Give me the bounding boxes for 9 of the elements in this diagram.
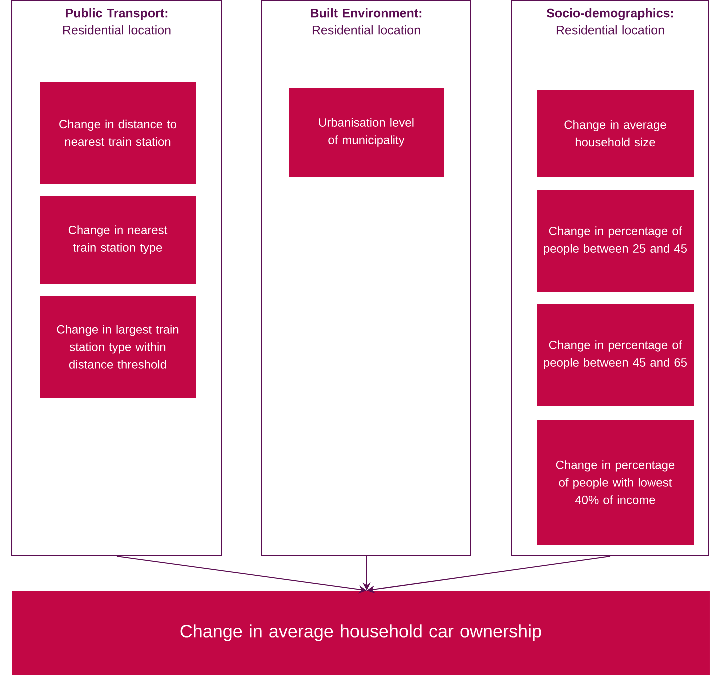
result-box: Change in average household car ownership xyxy=(12,590,710,675)
factor-box: Change in distance to nearest train station xyxy=(40,82,196,184)
factor-box: Change in percentage of people with lowest 40% of income xyxy=(537,420,694,545)
factor-box: Change in nearest train station type xyxy=(40,196,196,284)
factor-box: Change in percentage of people between 45 and 65 xyxy=(537,304,694,406)
factor-box: Urbanisation level of municipality xyxy=(289,88,444,177)
factor-box: Change in percentage of people between 25 and 45 xyxy=(537,190,694,292)
factor-box: Change in average household size xyxy=(537,90,694,177)
factor-box: Change in largest train station type within distance threshold xyxy=(40,296,196,398)
